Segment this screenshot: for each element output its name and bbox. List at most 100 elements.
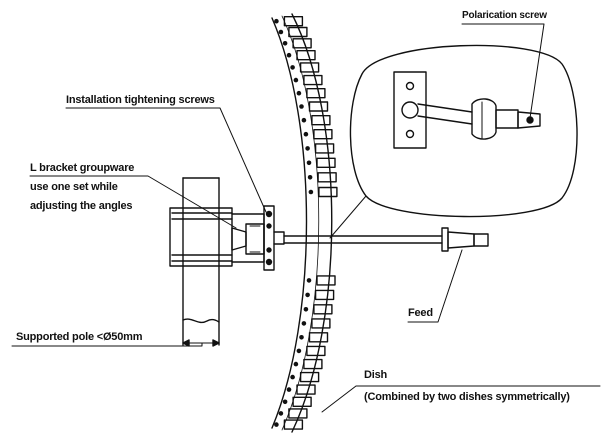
dish-rivet — [290, 374, 295, 380]
dish-rivet — [286, 52, 292, 58]
label-dish-note: (Combined by two dishes symmetrically) — [364, 391, 570, 403]
label-bracket-line2: use one set while — [30, 181, 118, 193]
dish-slats — [283, 16, 338, 430]
leader-installation-screws — [65, 107, 267, 213]
detail-plate-hole-bottom — [405, 129, 415, 139]
dish-rivet — [278, 29, 284, 35]
detail-bubble — [349, 44, 578, 218]
dish-slat — [311, 114, 331, 126]
pole-clamp-body — [169, 207, 233, 267]
pole-dimension-arrow-right — [212, 339, 220, 347]
dish-inner-arc — [281, 15, 320, 431]
dish-rivet — [296, 90, 302, 96]
label-polarization-screw: Polarication screw — [462, 10, 547, 21]
dish-rivet — [286, 387, 292, 392]
dish-slat — [306, 87, 326, 99]
dish-rivet — [299, 335, 304, 340]
dish-rivet — [274, 422, 279, 427]
dish-back-arc — [271, 17, 308, 429]
bracket-cone — [231, 227, 247, 251]
detail-plate-boss — [401, 101, 419, 119]
detail-shaft — [417, 103, 473, 125]
label-bracket-line3: adjusting the angles — [30, 200, 132, 212]
dish-mount-plate — [263, 205, 285, 271]
dish-slat — [303, 358, 323, 370]
detail-pointer-line — [329, 195, 367, 239]
dish-slat — [288, 26, 308, 38]
labels: Polarication screw Installation tighteni… — [16, 10, 570, 403]
leader-supported-pole — [11, 342, 203, 347]
dish-slat — [296, 384, 316, 395]
dish-rivet — [305, 146, 310, 151]
dish-slat — [318, 186, 338, 198]
supported-pole — [169, 177, 233, 347]
dish-slat — [317, 172, 337, 183]
label-installation-screws: Installation tightening screws — [66, 94, 215, 106]
detail-plate-hole-top — [405, 81, 415, 91]
detail-screw-head — [471, 98, 497, 140]
pole-clamp-bolt-bottom — [171, 254, 233, 262]
dish-slat — [313, 304, 333, 315]
mount-fastener — [273, 231, 285, 245]
dish-slat — [316, 275, 336, 286]
dish-rivets — [274, 18, 314, 427]
label-supported-pole: Supported pole <Ø50mm — [16, 331, 143, 343]
feed-flange — [441, 227, 449, 252]
dish-rivet — [293, 77, 299, 83]
dish-slat — [283, 16, 304, 27]
dish-rivet — [301, 117, 307, 123]
label-bracket-line1: L bracket groupware — [30, 162, 134, 174]
dish-slat — [313, 128, 333, 140]
label-dish: Dish — [364, 369, 388, 381]
dish-slat — [308, 101, 329, 112]
l-bracket — [231, 213, 265, 263]
dish-slat — [283, 419, 304, 430]
dish-slat — [292, 38, 312, 49]
mount-plate — [263, 205, 275, 271]
dish-rivet — [305, 292, 310, 298]
mount-screw-bottom — [265, 258, 273, 266]
pole-break — [182, 318, 220, 324]
detail-screw-tip — [517, 111, 541, 129]
dish-rivet — [274, 18, 279, 24]
dish-slat — [299, 371, 320, 383]
mount-screw-mid-top — [266, 223, 272, 229]
leader-bracket — [29, 175, 237, 229]
dish-rivet — [301, 321, 307, 326]
bracket-adjust-block — [245, 223, 265, 255]
detail-screw-body — [495, 109, 519, 129]
dish-rivet — [306, 160, 312, 166]
pole-clamp-bolt-top — [171, 212, 233, 220]
dish-slat — [314, 289, 335, 301]
dish-slat — [303, 74, 323, 86]
dish-rivet — [303, 131, 309, 137]
dish-rivet — [299, 104, 304, 109]
dish-slat — [314, 143, 335, 154]
dish-rivet — [306, 278, 312, 283]
dish-rivet — [293, 361, 299, 367]
dish-rivet — [278, 411, 284, 416]
polarization-detail-callout — [329, 44, 578, 239]
dish-reflector — [271, 13, 338, 433]
leader-lines — [11, 23, 601, 413]
bracket-plate — [231, 213, 265, 263]
dish-slat — [308, 332, 329, 343]
dish-slat — [316, 157, 336, 169]
dish-slat — [299, 62, 320, 73]
dish-rivet — [303, 307, 309, 312]
dish-rivet — [282, 41, 288, 46]
bracket-detail — [249, 225, 261, 253]
pole-dimension-arrow-left — [182, 339, 190, 347]
feed-tip — [473, 233, 489, 247]
dish-rivet — [290, 65, 295, 70]
dish-rivet — [307, 175, 313, 180]
dish-slat — [306, 345, 326, 357]
dish-slat — [311, 318, 331, 329]
dish-rivet — [308, 189, 314, 195]
mount-screw-top — [265, 210, 273, 218]
label-feed: Feed — [408, 307, 433, 319]
dish-rivet — [296, 348, 302, 354]
dish-slat — [292, 396, 312, 407]
